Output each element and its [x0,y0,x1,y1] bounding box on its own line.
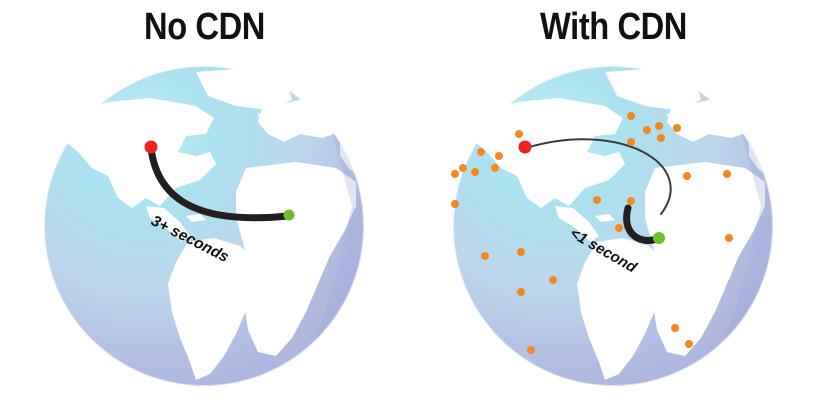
edge-node-dot [491,164,499,172]
edge-node-dot [593,196,601,204]
origin-dot-no-cdn [144,140,158,154]
latency-arc-with-cdn [525,138,672,215]
edge-node-dot [451,170,459,178]
globe-with-cdn-svg: <1 second [451,65,774,387]
edge-node-dot [671,324,679,332]
edge-node-dot [627,112,635,120]
edge-node-dot [451,200,459,208]
panel-no-cdn: No CDN [0,6,409,396]
edge-node-dot [725,234,733,242]
globe-no-cdn: 3+ seconds [0,56,409,396]
edge-node-dot [643,126,651,134]
edge-node-dot [481,252,489,260]
edge-node-dot [515,130,523,138]
user-dot-with-cdn [653,232,665,244]
origin-dot-with-cdn [518,140,532,154]
globe-with-cdn: <1 second [409,56,818,396]
latency-arc-no-cdn [147,144,292,222]
edge-node-dot [627,138,635,146]
globe-no-cdn-svg: 3+ seconds [43,65,365,387]
edge-node-dot [471,168,479,176]
edge-node-dot [477,148,485,156]
edge-node-dot [655,122,663,130]
edge-node-dot [517,248,525,256]
edge-node-dot [527,346,535,354]
edge-node-dot [685,340,693,348]
globe-rim [43,65,365,387]
globe-rim [452,65,774,387]
panel-title-no-cdn: No CDN [144,6,265,48]
panel-with-cdn: With CDN [409,0,818,400]
edge-node-dot [549,276,557,284]
edge-node-dot [723,170,731,178]
edge-node-dot-serving [627,197,635,205]
globe-terminator [709,80,773,386]
edge-node-dot [657,134,665,142]
edge-node-dot [495,152,503,160]
cdn-edge-nodes [451,112,733,354]
edge-node-dot [459,164,467,172]
edge-node-dot [683,172,691,180]
panel-title-with-cdn: With CDN [540,6,687,48]
user-dot-no-cdn [283,209,295,221]
edge-node-dot [615,224,623,232]
globe-terminator [300,80,364,386]
edge-node-dot [673,124,681,132]
edge-node-dot [517,288,525,296]
